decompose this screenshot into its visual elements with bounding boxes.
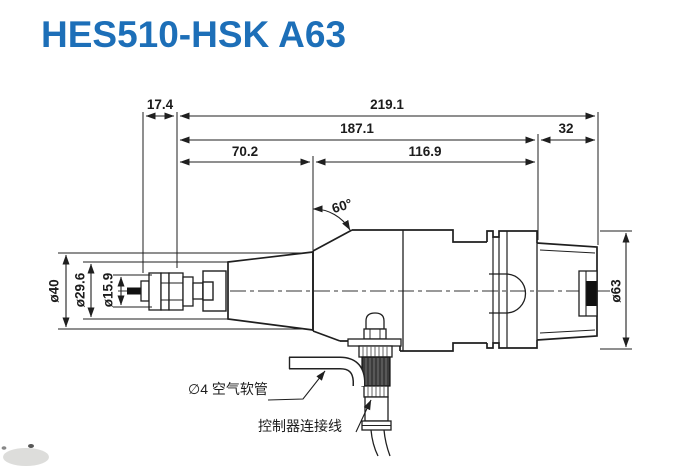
air-hose (288, 356, 366, 386)
spindle-outline (127, 229, 598, 352)
angle-arc-60 (312, 205, 351, 231)
hsk-flange (486, 230, 538, 349)
ribbed-ring-lower (363, 385, 389, 398)
corner-artifact (1, 444, 49, 466)
callout-air-hose: ∅4 空气软管 (188, 381, 268, 397)
connector-body (364, 396, 389, 422)
fitting-dome (365, 312, 385, 330)
sixty-degree-cone (312, 229, 353, 342)
orientation-notch (489, 273, 527, 314)
air-fitting (347, 312, 402, 457)
ribbed-ring-upper (358, 345, 393, 358)
cable (370, 429, 391, 457)
extension-lines (58, 112, 632, 350)
dim-mid-length: 116.9 (408, 144, 442, 159)
knurled-nut (361, 356, 391, 387)
dimension-lines (62, 112, 630, 348)
tool-shank (127, 287, 141, 295)
page-title: HES510-HSK A63 (41, 14, 347, 55)
dim-dia-flange: ø63 (608, 279, 624, 303)
connector-end-band (361, 420, 392, 431)
leader-controller-cable (355, 399, 372, 433)
dim-taper-length: 32 (558, 121, 574, 136)
end-bore (578, 270, 598, 317)
dim-dia-collet: ø15.9 (100, 272, 116, 308)
callout-controller-cable: 控制器连接线 (258, 418, 342, 434)
dim-total-length: 219.1 (370, 97, 404, 112)
dim-body-length: 187.1 (340, 121, 374, 136)
callout-leaders (267, 370, 372, 433)
dim-dia-front: ø40 (46, 279, 62, 303)
mounting-plate (347, 338, 402, 347)
dim-dia-nose: ø29.6 (72, 272, 88, 308)
dim-nose-overhang: 17.4 (146, 97, 174, 112)
leader-air-hose (267, 370, 326, 401)
collet-nut (140, 272, 204, 311)
nose-cap (202, 270, 227, 312)
dim-front-length: 70.2 (231, 144, 259, 159)
